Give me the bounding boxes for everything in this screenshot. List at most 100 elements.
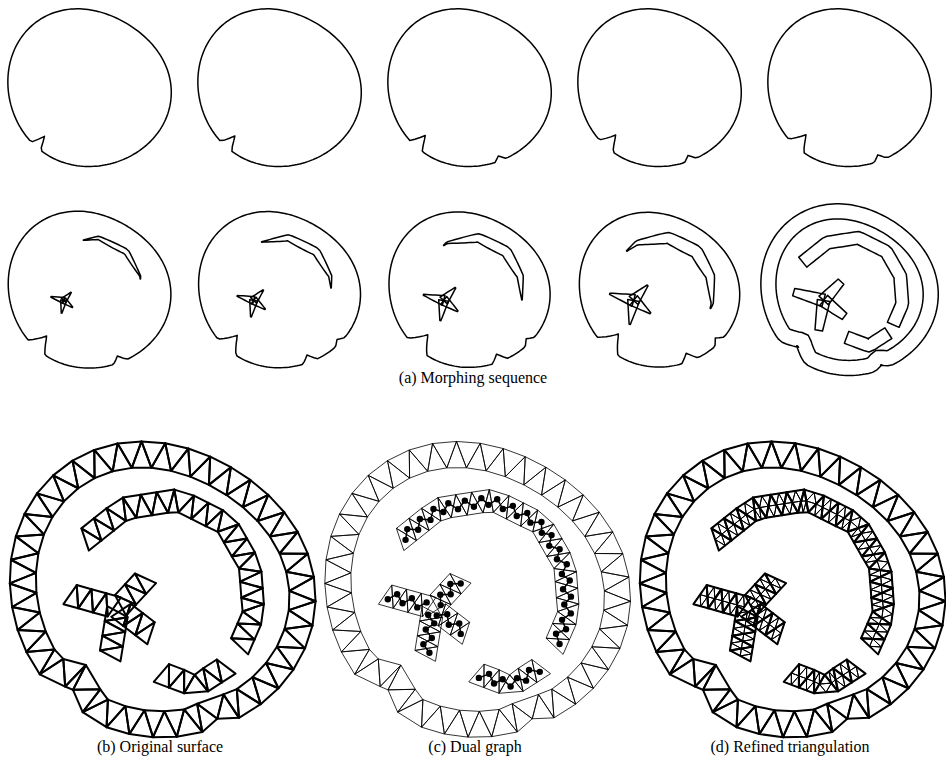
mesh-triangle xyxy=(806,493,816,504)
mesh-triangle xyxy=(601,572,629,591)
mesh-triangle xyxy=(919,577,945,601)
mesh-triangle xyxy=(440,706,459,734)
mesh-triangle xyxy=(171,449,190,477)
mesh-triangle xyxy=(16,514,44,536)
mesh-triangle xyxy=(700,595,707,607)
mesh-triangle xyxy=(693,585,708,608)
mesh-triangle xyxy=(722,591,729,603)
dual-vertex xyxy=(556,641,562,647)
morph-outline xyxy=(820,295,847,319)
morph-hole xyxy=(62,298,73,307)
mesh-triangle xyxy=(398,689,423,712)
outer-band xyxy=(325,441,631,737)
morph-frame xyxy=(199,212,361,368)
morph-hole xyxy=(630,296,651,314)
dual-vertex xyxy=(514,513,520,519)
inner-band xyxy=(784,660,866,694)
inner-band xyxy=(469,660,551,694)
mesh-triangle xyxy=(552,677,576,704)
inner-band xyxy=(693,585,751,616)
mesh-triangle xyxy=(107,700,126,728)
mesh-triangle xyxy=(600,625,628,648)
mesh-triangle xyxy=(731,641,742,648)
mesh-triangle xyxy=(847,660,866,683)
mesh-triangle xyxy=(882,608,893,618)
dual-vertex xyxy=(561,601,567,607)
mesh-triangle xyxy=(422,700,441,728)
mesh-triangle xyxy=(572,495,599,521)
mesh-triangle xyxy=(53,475,78,501)
dual-vertices xyxy=(385,591,430,611)
dual-vertex xyxy=(417,516,423,522)
refined-band xyxy=(741,604,784,644)
dual-vertex xyxy=(485,502,491,508)
dual-vertex xyxy=(415,527,421,533)
dual-vertex xyxy=(447,591,453,597)
dual-vertex xyxy=(447,581,453,587)
mesh-triangle xyxy=(556,588,579,604)
mesh-triangle xyxy=(341,631,369,651)
mesh-triangle xyxy=(604,591,631,610)
mesh-triangle xyxy=(871,585,882,593)
mesh-triangle xyxy=(799,667,807,679)
mesh-triangle xyxy=(867,689,891,718)
mesh-triangle xyxy=(595,532,623,554)
mesh-triangle xyxy=(656,649,684,674)
mesh-triangle xyxy=(881,577,892,585)
mesh-triangle xyxy=(760,496,769,507)
mesh-triangle xyxy=(355,659,380,687)
mesh-triangle xyxy=(734,626,745,633)
dual-vertices xyxy=(476,667,543,690)
morph-frame xyxy=(389,212,550,367)
mesh-triangle xyxy=(792,491,801,503)
mesh-triangle xyxy=(730,647,753,662)
mesh-triangle xyxy=(388,689,415,712)
mesh-triangle xyxy=(237,689,261,718)
morph-hole xyxy=(262,235,332,288)
mesh-triangle xyxy=(132,441,152,467)
dual-vertex xyxy=(476,675,482,681)
dual-vertex xyxy=(455,506,461,512)
morph-outline xyxy=(8,211,171,368)
mesh-triangle xyxy=(766,495,782,518)
mesh-triangle xyxy=(820,457,840,485)
mesh-triangle xyxy=(135,574,156,594)
mesh-triangle xyxy=(18,612,46,631)
mesh-triangle xyxy=(238,611,262,624)
mesh-triangle xyxy=(702,450,724,478)
mesh-triangle xyxy=(253,663,279,688)
mesh-triangle xyxy=(732,632,755,647)
mesh-triangle xyxy=(326,536,353,559)
dual-vertex xyxy=(394,591,400,597)
mesh-triangle xyxy=(327,607,355,630)
mesh-triangle xyxy=(646,514,674,536)
mesh-triangle xyxy=(910,532,938,554)
mesh-triangle xyxy=(341,649,369,674)
triangulated-surface xyxy=(325,441,631,737)
dual-vertex xyxy=(564,561,570,567)
dual-vertices xyxy=(402,495,574,647)
mesh-triangle xyxy=(604,601,631,625)
morph-outline xyxy=(578,9,741,167)
mesh-triangle xyxy=(489,490,509,513)
morph-frame xyxy=(198,9,361,167)
mesh-triangle xyxy=(768,505,776,516)
dual-vertex xyxy=(568,610,574,616)
dual-vertex xyxy=(527,519,533,525)
inner-band xyxy=(154,660,236,694)
morph-outline xyxy=(768,9,931,167)
dual-vertex xyxy=(429,635,435,641)
mesh-triangle xyxy=(572,512,599,536)
mesh-triangle xyxy=(428,444,447,472)
mesh-triangle xyxy=(499,704,517,732)
dual-vertex xyxy=(423,599,429,605)
dual-vertex xyxy=(560,586,566,592)
mesh-triangle xyxy=(387,450,409,478)
dual-vertex xyxy=(500,506,506,512)
mesh-triangle xyxy=(782,492,798,515)
mesh-triangle xyxy=(243,495,268,521)
inner-band xyxy=(430,574,471,616)
mesh-triangle xyxy=(707,587,714,599)
dual-vertices xyxy=(437,580,464,608)
mesh-triangle xyxy=(231,623,254,639)
